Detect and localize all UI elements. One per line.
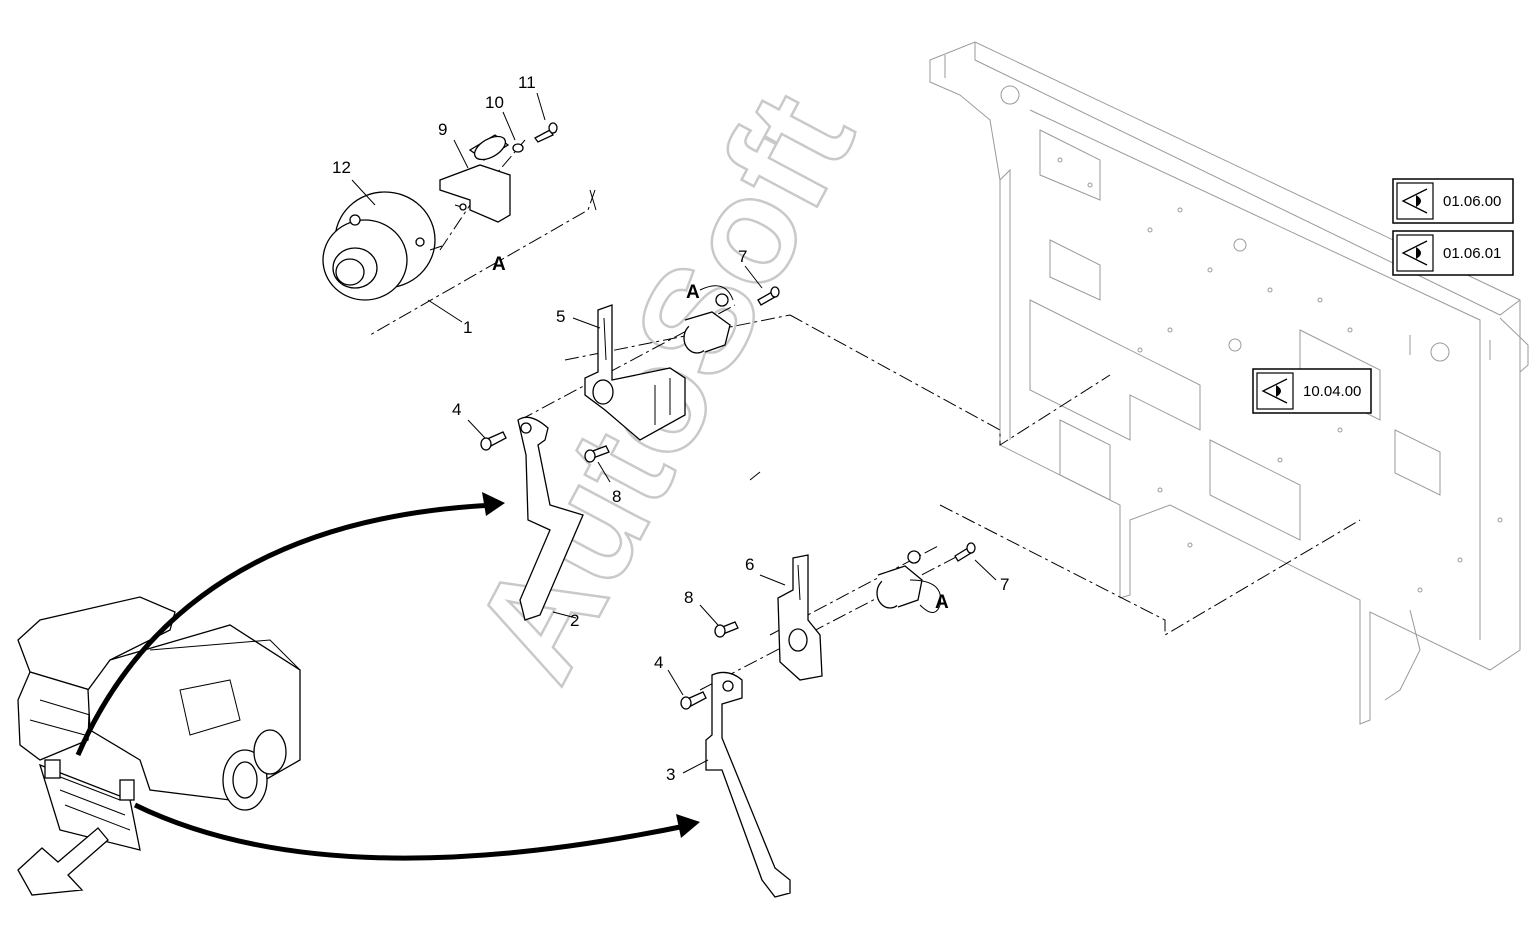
callout-1: 1 (463, 318, 472, 337)
callout-labels: 11 10 9 12 A 1 7 A 5 4 8 2 6 8 7 A 4 3 (332, 73, 1009, 784)
part-4-bolt-lower (680, 691, 707, 710)
callout-6: 6 (745, 555, 754, 574)
view-a-label-lower: A (935, 592, 949, 613)
view-direction-arrow (17, 827, 109, 896)
part-7-screw-lower (954, 542, 976, 562)
view-ref-0106-00[interactable]: 01.06.00 (1392, 178, 1514, 224)
part-8-bolt-lower (714, 621, 739, 638)
callout-10: 10 (485, 93, 504, 112)
callout-4-upper: 4 (452, 400, 461, 419)
callout-11: 11 (518, 73, 536, 92)
callout-2: 2 (570, 611, 579, 630)
part-6-bracket (777, 554, 823, 681)
view-ref-1004-00[interactable]: 10.04.00 (1252, 368, 1372, 414)
callout-7-upper: 7 (738, 247, 747, 266)
view-ref-code: 01.06.00 (1443, 193, 1501, 210)
view-ref-code: 01.06.01 (1443, 245, 1501, 262)
callout-7-lower: 7 (1000, 575, 1009, 594)
part-5-bracket (584, 304, 686, 441)
eye-icon (1401, 188, 1428, 214)
part-2-lever (517, 416, 584, 621)
frame-holes (1057, 157, 1503, 593)
part-3-lever (705, 671, 791, 898)
part-4-bolt-upper (480, 431, 507, 451)
machine-frame (929, 41, 1529, 725)
paver-machine-illustration (17, 596, 301, 851)
view-a-label-upper: A (686, 282, 700, 303)
view-a-label-top: A (492, 254, 506, 275)
callout-3: 3 (666, 765, 675, 784)
callout-5: 5 (556, 307, 565, 326)
part-11-screw (534, 122, 558, 143)
eye-icon (1401, 240, 1428, 266)
callout-12: 12 (332, 158, 351, 177)
callout-4-lower: 4 (654, 653, 663, 672)
view-ref-0106-01[interactable]: 01.06.01 (1392, 230, 1514, 276)
part-9-sensor (439, 134, 511, 223)
callout-9: 9 (438, 120, 447, 139)
part-7-screw-upper (757, 286, 780, 306)
part-a-connector-upper (683, 285, 734, 354)
part-12-rotary-housing (322, 191, 443, 301)
callout-8-lower: 8 (684, 588, 693, 607)
eye-icon (1261, 378, 1288, 404)
part-8-bolt-upper (584, 445, 610, 463)
part-a-connector-lower (876, 550, 942, 613)
callout-8-upper: 8 (612, 487, 621, 506)
part-10-washer (512, 143, 524, 153)
pointer-arrows (75, 492, 700, 861)
leader-lines (351, 92, 997, 774)
view-ref-code: 10.04.00 (1303, 383, 1361, 400)
